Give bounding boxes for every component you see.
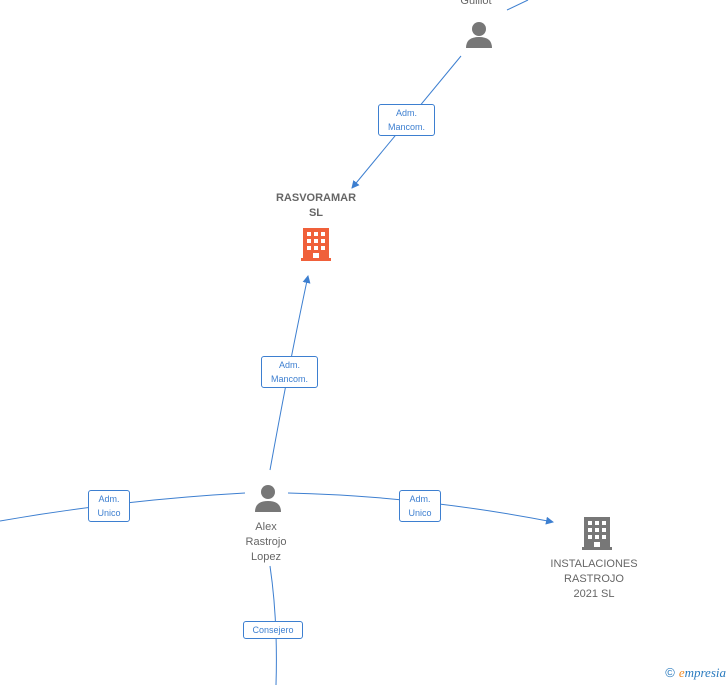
edge-top-guillot bbox=[506, 0, 529, 11]
building-icon[interactable] bbox=[301, 228, 331, 261]
node-label-rasvoramar[interactable]: RASVORAMAR SL bbox=[275, 192, 357, 219]
person-icon[interactable] bbox=[466, 22, 492, 48]
edge-label-alex-instalaciones[interactable]: Adm. Unico bbox=[399, 490, 441, 522]
copyright-symbol: © bbox=[665, 665, 675, 680]
edge-label-guillot-rasvoramar[interactable]: Adm. Mancom. bbox=[378, 104, 435, 136]
node-label-guillot[interactable]: Guillot bbox=[460, 0, 492, 7]
person-icon[interactable] bbox=[255, 485, 281, 512]
node-label-alex[interactable]: Alex Rastrojo Lopez bbox=[245, 521, 287, 563]
building-icon[interactable] bbox=[582, 517, 612, 550]
brand-name: mpresia bbox=[684, 665, 726, 680]
brand-logo: ©empresia bbox=[665, 665, 726, 681]
brand-initial: e bbox=[678, 665, 685, 680]
edge-label-alex-consejero[interactable]: Consejero bbox=[243, 621, 303, 639]
edge-label-left-alex[interactable]: Adm. Unico bbox=[88, 490, 130, 522]
node-label-instalaciones[interactable]: INSTALACIONES RASTROJO 2021 SL bbox=[550, 558, 638, 600]
edge-label-alex-rasvoramar[interactable]: Adm. Mancom. bbox=[261, 356, 318, 388]
